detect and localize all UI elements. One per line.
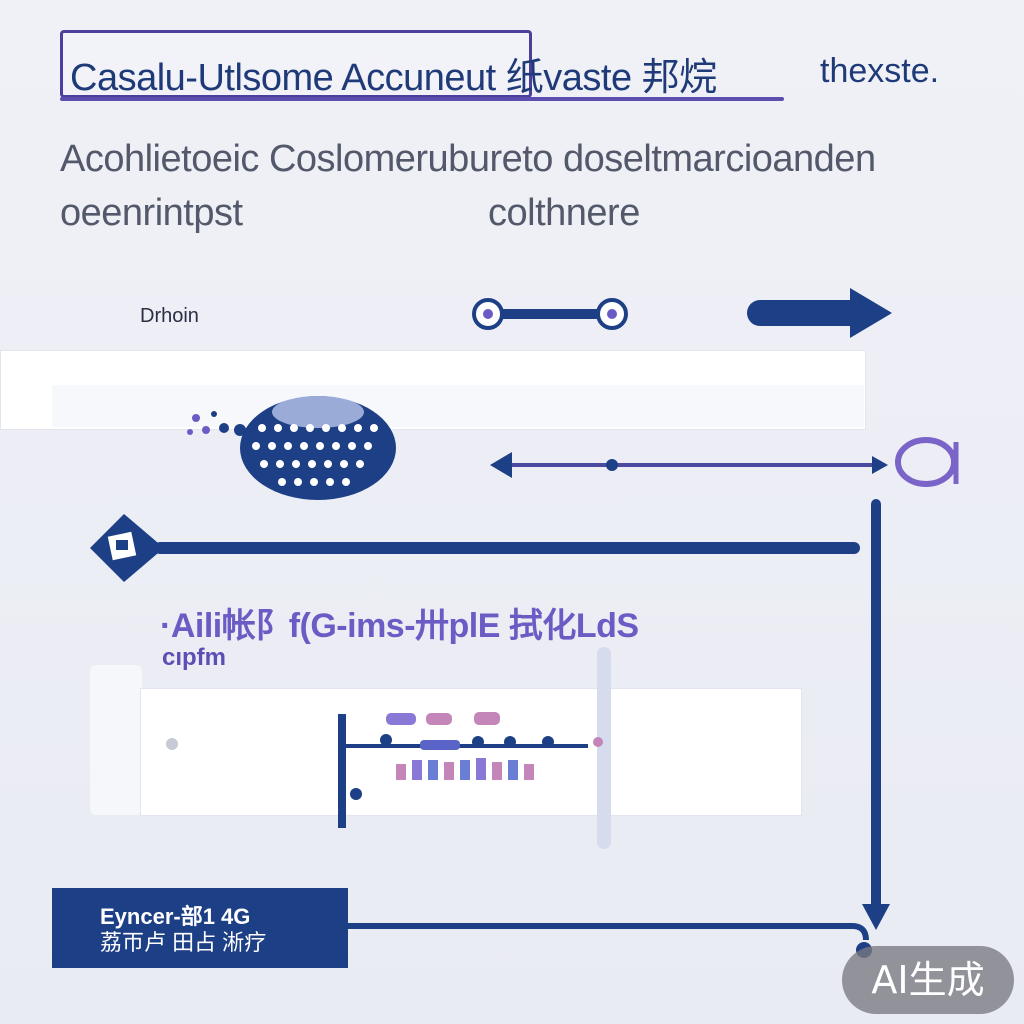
ai-generated-badge: AI生成 [842,946,1014,1014]
bottom-panel [140,688,802,816]
dot-cluster-icon [187,396,396,500]
title-underline [60,97,784,101]
bottom-panel-dot [166,738,178,750]
title-frame [60,30,532,98]
bottom-panel-marks [350,712,603,800]
section-subtitle: cıpfm [162,644,227,671]
bottom-connector [348,923,872,958]
diamond-badge-icon [90,514,164,582]
row-label: Drhoin [140,305,199,327]
subtitle-line-2-right: colthnere [488,192,640,234]
subtitle-line-2-left: oeenrintpst [60,192,243,234]
page-title: Casalu-Utlsome Accuneut 纸vaste 邦烷 [70,57,717,99]
top-panel-inner [52,385,864,427]
bottom-box-line-2: 荔帀卢 田占 淅疗 [100,930,267,955]
page-title-suffix: thexste. [820,52,940,90]
arrow-down-icon [862,499,890,930]
ring-icon [895,437,959,487]
section-title: ·Aili帐阝f(G-ims-卅plE 拭化LdS [160,607,639,645]
bottom-info-box: Eyncer-部1 4G 荔帀卢 田占 淅疗 [52,888,348,968]
arrow-left-icon [490,452,888,478]
bottom-box-line-1: Eyncer-部1 4G [100,904,251,929]
subtitle-line-1: Acohlietoeic Coslomerubureto doseltmarci… [60,138,876,180]
top-connector [472,298,628,330]
arrow-right-icon [747,288,892,338]
bottom-panel-side [90,665,142,815]
